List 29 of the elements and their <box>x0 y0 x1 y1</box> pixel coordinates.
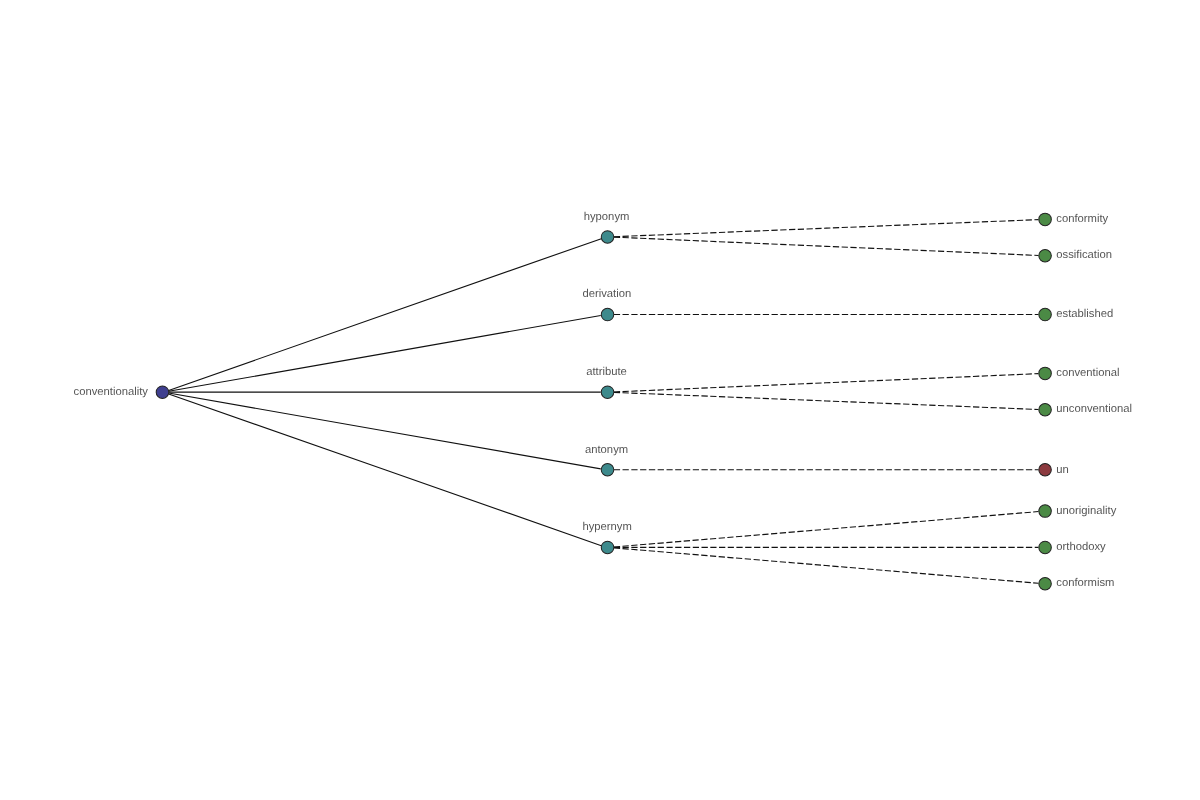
node-circle <box>600 540 615 555</box>
node-circle <box>155 385 170 399</box>
connector <box>168 238 602 391</box>
connector <box>613 546 1039 548</box>
node-circle <box>1038 463 1052 477</box>
connector <box>613 511 1039 548</box>
node-circle <box>1038 504 1052 518</box>
node-circle <box>1038 366 1052 381</box>
node-circle <box>1038 212 1052 227</box>
node-circle <box>1038 307 1052 322</box>
node-circle <box>1038 248 1052 263</box>
connector <box>168 391 602 393</box>
connector <box>613 236 1039 257</box>
connector <box>613 219 1039 238</box>
connector <box>168 392 602 470</box>
connector <box>613 547 1039 584</box>
node-circle <box>600 385 615 399</box>
connector <box>613 373 1039 393</box>
node-circle <box>1038 540 1052 555</box>
connector <box>168 393 602 547</box>
connector <box>613 314 1039 316</box>
connector <box>613 469 1039 471</box>
node-circle <box>600 230 615 244</box>
node-circle <box>1038 576 1052 591</box>
connector <box>168 314 602 392</box>
connector <box>613 391 1039 411</box>
node-circle <box>600 463 615 477</box>
node-circle <box>1038 402 1052 417</box>
node-circle <box>600 307 615 322</box>
